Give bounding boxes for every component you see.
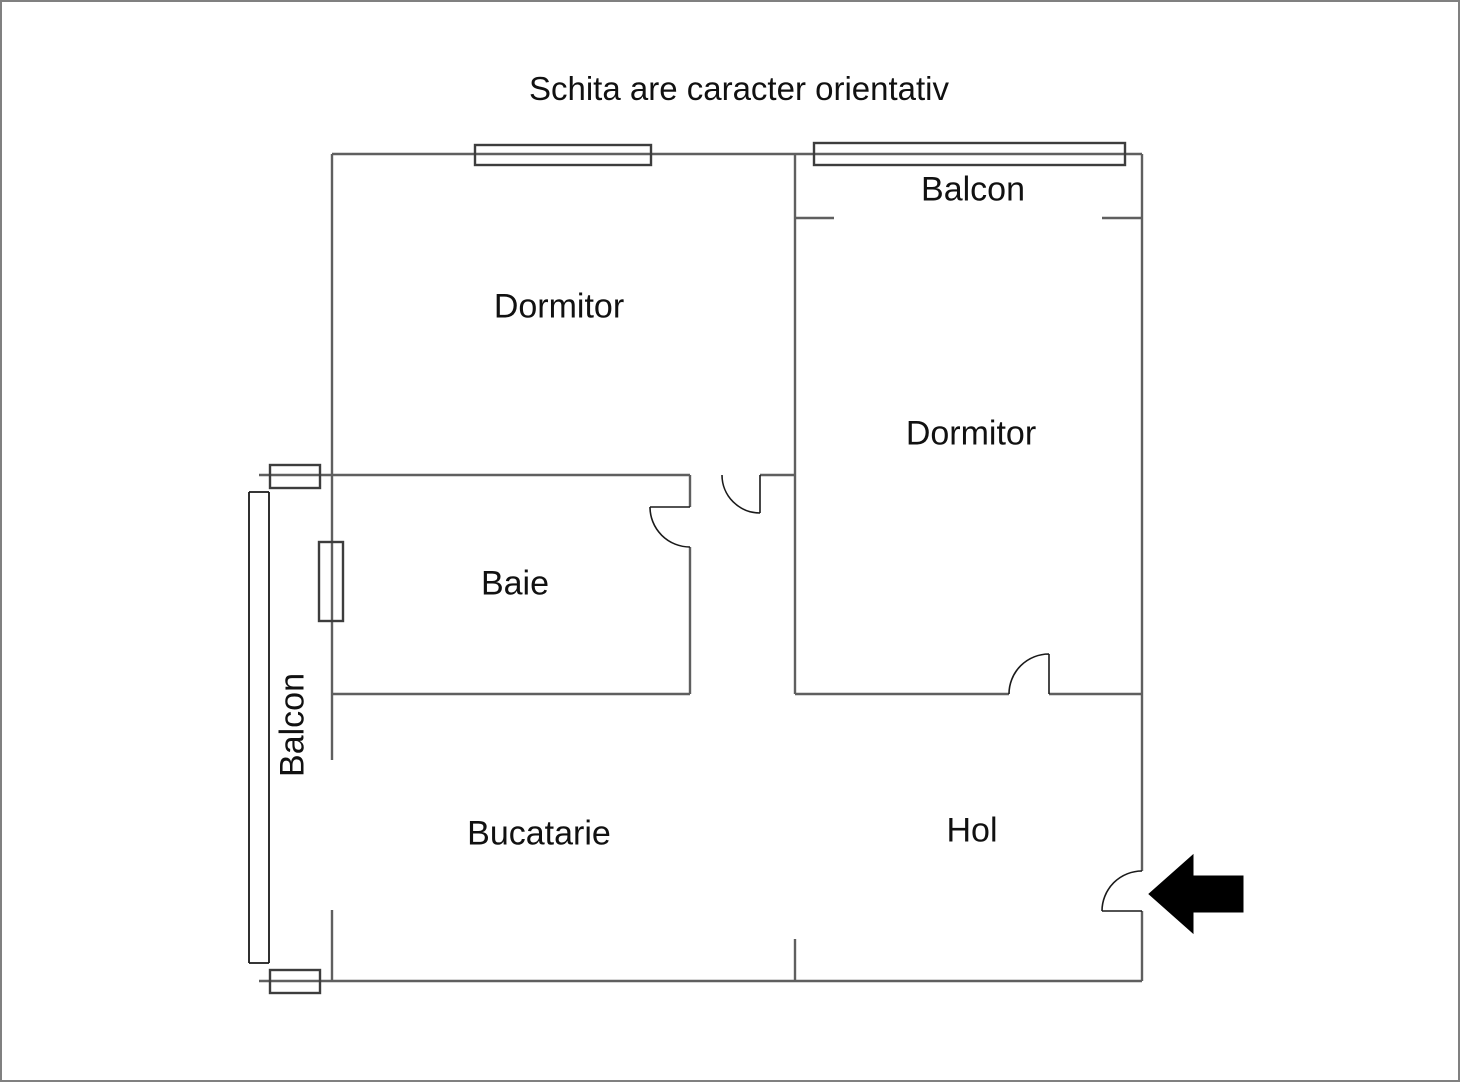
window-baie — [317, 540, 345, 623]
room-label-hol: Hol — [946, 811, 998, 850]
room-label-dormitor-left: Dormitor — [493, 287, 625, 326]
room-label-bucatarie: Bucatarie — [467, 814, 611, 853]
window-balcon-top — [812, 141, 1127, 167]
balcony-left-railing — [248, 491, 270, 964]
door-passage — [721, 474, 761, 514]
plan-title: Schita are caracter orientativ — [528, 70, 950, 107]
window-dormitor-left — [473, 143, 653, 167]
window-balcony-left-bottom — [268, 968, 322, 995]
door-entrance — [1101, 870, 1143, 912]
door-baie — [649, 506, 691, 548]
entrance-arrow-icon — [1148, 853, 1244, 935]
room-label-balcon-top: Balcon — [921, 170, 1025, 209]
room-label-dormitor-right: Dormitor — [905, 414, 1037, 453]
room-label-baie: Baie — [480, 564, 550, 603]
room-label-balcon-left: Balcon — [273, 673, 312, 777]
window-balcony-left-top — [268, 463, 322, 490]
door-dormitor-right — [1008, 653, 1050, 695]
